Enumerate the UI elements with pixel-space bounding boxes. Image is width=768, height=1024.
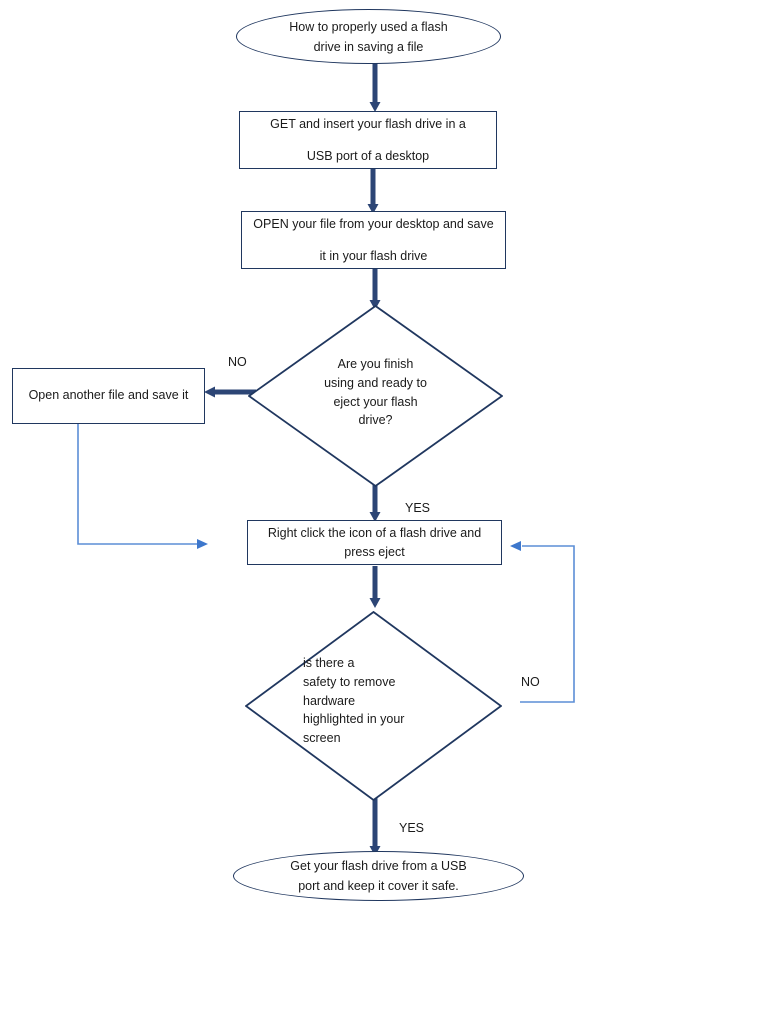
edge-label-safety-no: NO xyxy=(521,675,540,689)
node-start-terminator[interactable]: How to properly used a flash drive in sa… xyxy=(236,9,501,64)
node-safety-decision-label: is there a safety to remove hardware hig… xyxy=(303,656,405,745)
node-right-click-label: Right click the icon of a flash drive an… xyxy=(267,526,482,559)
node-finish-decision[interactable]: Are you finish using and ready to eject … xyxy=(248,305,503,487)
node-open-another-label: Open another file and save it xyxy=(28,388,189,403)
node-open-save-process[interactable]: OPEN your file from your desktop and sav… xyxy=(241,211,506,269)
connector-finish-no-to-open-another xyxy=(200,378,256,406)
node-end-terminator[interactable]: Get your flash drive from a USB port and… xyxy=(233,851,524,901)
connector-safety-no-loopback xyxy=(498,540,588,708)
node-open-save-label: OPEN your file from your desktop and sav… xyxy=(253,216,494,264)
edge-label-finish-no: NO xyxy=(228,355,247,369)
node-finish-decision-label: Are you finish using and ready to eject … xyxy=(324,357,427,428)
edge-label-finish-yes: YES xyxy=(405,501,431,515)
node-get-insert-label: GET and insert your flash drive in a USB… xyxy=(270,116,466,164)
node-open-another-process[interactable]: Open another file and save it xyxy=(12,368,205,424)
connector-open-another-loopback xyxy=(70,424,220,554)
connector-get-insert-to-open-save xyxy=(358,166,388,218)
node-safety-decision[interactable]: is there a safety to remove hardware hig… xyxy=(245,611,502,801)
connector-start-to-get-insert xyxy=(360,60,390,116)
node-end-label: Get your flash drive from a USB port and… xyxy=(290,859,467,893)
node-start-label: How to properly used a flash drive in sa… xyxy=(289,19,448,54)
edge-label-safety-yes: YES xyxy=(399,821,425,835)
node-right-click-process[interactable]: Right click the icon of a flash drive an… xyxy=(247,520,502,565)
node-get-insert-process[interactable]: GET and insert your flash drive in a USB… xyxy=(239,111,497,169)
connector-right-click-to-safety-decision xyxy=(360,566,390,612)
connector-open-save-to-finish-decision xyxy=(360,266,390,314)
